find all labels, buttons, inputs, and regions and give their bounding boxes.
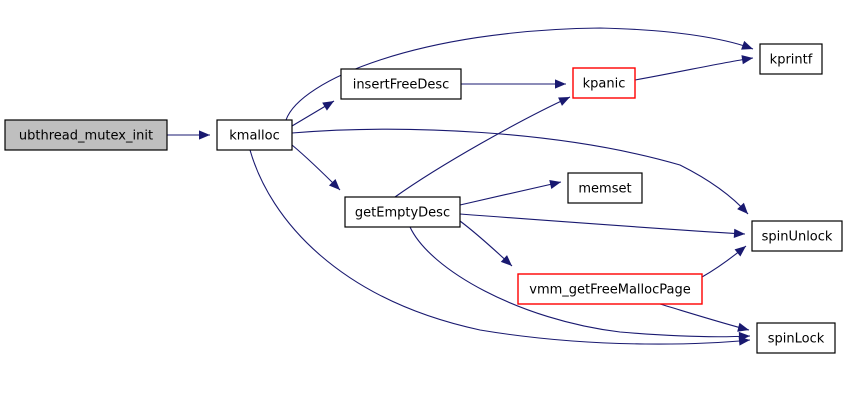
node-box[interactable] (759, 43, 823, 75)
arrowhead-icon (737, 322, 749, 332)
node-box[interactable] (756, 322, 836, 354)
edge-hitarea (460, 182, 561, 205)
node-layer: ubthread_mutex_init kmalloc insertFreeDesc… (4, 43, 843, 354)
edge-getEmptyDesc-to-vmm_getFreeMallocPage (459, 220, 513, 267)
node-box[interactable] (751, 220, 843, 252)
node-getEmptyDesc[interactable]: getEmptyDesc (344, 196, 461, 228)
edge-kmalloc-to-insertFreeDesc (291, 100, 335, 127)
node-memset[interactable]: memset (567, 172, 643, 204)
edge-ubthread_mutex_init-to-kmalloc (167, 130, 210, 140)
edge-kpanic-to-kprintf (634, 55, 754, 81)
edge-line (291, 128, 749, 215)
node-box[interactable] (517, 273, 703, 305)
edge-line (285, 27, 754, 121)
edge-insertFreeDesc-to-kpanic (461, 79, 566, 89)
arrowhead-icon (741, 40, 753, 50)
arrowhead-icon (738, 331, 750, 342)
node-ubthread_mutex_init[interactable]: ubthread_mutex_init (4, 119, 168, 151)
arrowhead-icon (558, 97, 570, 106)
edge-line (394, 96, 571, 198)
node-box[interactable] (572, 67, 636, 99)
edge-line (459, 213, 746, 235)
arrowhead-icon (555, 79, 566, 89)
node-box[interactable] (216, 119, 293, 151)
arrowhead-icon (199, 130, 210, 140)
edge-kmalloc-to-spinUnlock (291, 128, 749, 215)
arrowhead-icon (741, 55, 753, 65)
edge-kmalloc-to-kprintf (285, 27, 754, 121)
arrowhead-icon (328, 178, 340, 190)
edge-kmalloc-to-getEmptyDesc (291, 144, 341, 191)
node-box[interactable] (4, 119, 168, 151)
node-spinLock[interactable]: spinLock (756, 322, 836, 354)
arrowhead-icon (733, 228, 745, 238)
node-box[interactable] (340, 68, 462, 100)
edge-line (409, 226, 751, 338)
edge-hitarea (460, 214, 745, 234)
node-box[interactable] (567, 172, 643, 204)
node-kpanic[interactable]: kpanic (572, 67, 636, 99)
edge-hitarea (660, 304, 749, 330)
node-kprintf[interactable]: kprintf (759, 43, 823, 75)
edge-getEmptyDesc-to-spinLock (409, 226, 751, 342)
arrowhead-icon (549, 179, 561, 189)
node-spinUnlock[interactable]: spinUnlock (751, 220, 843, 252)
arrowhead-icon (737, 202, 748, 214)
edge-getEmptyDesc-to-spinUnlock (459, 213, 746, 238)
edge-vmm_getFreeMallocPage-to-spinLock (659, 303, 750, 332)
node-vmm_getFreeMallocPage[interactable]: vmm_getFreeMallocPage (517, 273, 703, 305)
node-kmalloc[interactable]: kmalloc (216, 119, 293, 151)
node-box[interactable] (344, 196, 461, 228)
arrowhead-icon (322, 101, 334, 111)
edge-hitarea (635, 58, 753, 80)
edge-layer (167, 27, 754, 346)
arrowhead-icon (500, 255, 512, 266)
edge-getEmptyDesc-to-kpanic (394, 96, 571, 198)
edge-line (249, 149, 751, 345)
edge-vmm_getFreeMallocPage-to-spinUnlock (701, 245, 747, 278)
node-insertFreeDesc[interactable]: insertFreeDesc (340, 68, 462, 100)
arrowhead-icon (734, 246, 746, 257)
edge-getEmptyDesc-to-memset (459, 179, 562, 206)
